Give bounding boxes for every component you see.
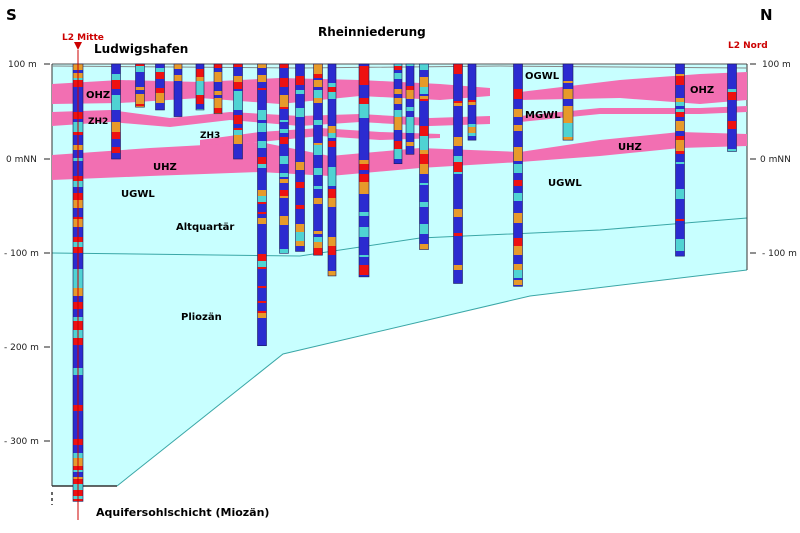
borehole-b21	[562, 63, 574, 141]
left-tick-0: 0 mNN	[6, 155, 37, 165]
right-tick-100: 100 m	[762, 60, 791, 70]
borehole-marker-triangle	[74, 42, 82, 50]
zh2-layer	[52, 110, 490, 127]
borehole-b19	[467, 63, 477, 141]
borehole-b14	[358, 63, 370, 278]
mgwl-thin-layer	[520, 106, 747, 122]
borehole-b4	[155, 63, 165, 111]
borehole-b23	[727, 63, 737, 152]
aquifer-base-line	[116, 269, 748, 487]
label-ohz-right: OHZ	[690, 85, 714, 96]
borehole-left-label: L2 Mitte	[62, 33, 104, 43]
left-depth-axis: 100 m 0 mNN - 100 m - 200 m - 300 m	[4, 60, 50, 447]
label-altquartaer: Altquartär	[176, 222, 234, 233]
label-zh3: ZH3	[200, 131, 220, 141]
label-uhz-left: UHZ	[153, 162, 177, 173]
city-label: Ludwigshafen	[94, 42, 188, 56]
borehole-b17	[419, 63, 429, 250]
ohz-right-layer	[520, 72, 747, 104]
borehole-b8	[233, 63, 243, 160]
left-tick-100: 100 m	[8, 60, 37, 70]
label-ogwl: OGWL	[525, 71, 560, 82]
label-pliozaen: Pliozän	[181, 312, 222, 323]
left-tick-minus200: - 200 m	[4, 343, 39, 353]
label-ohz-left: OHZ	[86, 90, 110, 101]
borehole-b10	[279, 63, 289, 254]
borehole-b20	[513, 63, 523, 287]
borehole-b6	[195, 63, 205, 111]
label-uhz-right: UHZ	[618, 142, 642, 153]
section-title: Rheinniederung	[318, 25, 426, 39]
left-tick-minus300: - 300 m	[4, 437, 39, 447]
borehole-b11	[295, 63, 305, 252]
label-base: Aquifersohlschicht (Miozän)	[96, 506, 269, 519]
right-tick-0: 0 mNN	[760, 155, 791, 165]
borehole-b13	[327, 63, 337, 277]
borehole-b16	[405, 63, 415, 155]
label-ugwl-left: UGWL	[121, 189, 155, 200]
borehole-b5	[173, 63, 183, 117]
borehole-b7	[213, 63, 223, 115]
label-zh2: ZH2	[88, 117, 108, 127]
right-tick-minus100: - 100 m	[762, 249, 797, 259]
north-label: N	[760, 6, 773, 24]
borehole-b9	[257, 63, 267, 347]
south-label: S	[6, 6, 17, 24]
borehole-b12	[313, 63, 323, 256]
borehole-b22	[675, 63, 685, 257]
right-depth-axis: 100 m 0 mNN - 100 m	[750, 60, 797, 259]
left-tick-minus100: - 100 m	[4, 249, 39, 259]
borehole-right-label: L2 Nord	[728, 41, 768, 51]
borehole-b15	[393, 63, 403, 165]
borehole-b3	[135, 63, 145, 108]
borehole-b2	[111, 63, 121, 160]
borehole-b18	[453, 63, 463, 284]
label-ugwl-right: UGWL	[548, 178, 582, 189]
label-mgwl: MGWL	[525, 110, 561, 121]
